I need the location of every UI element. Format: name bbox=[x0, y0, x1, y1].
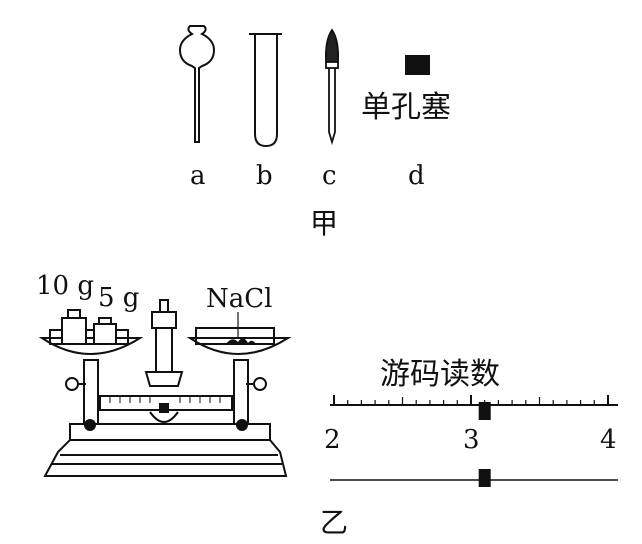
tick-label-3: 3 bbox=[463, 425, 480, 455]
scale-ticks bbox=[333, 395, 609, 405]
nacl-sample bbox=[226, 338, 256, 344]
rider-title: 游码读数 bbox=[380, 357, 500, 392]
weight-label-5g: 5 g bbox=[98, 283, 139, 313]
apparatus-a-dropper-bulb bbox=[178, 25, 216, 143]
caption-jia: 甲 bbox=[310, 207, 338, 240]
label-a: a bbox=[190, 161, 206, 191]
apparatus-c-dropper bbox=[324, 28, 340, 146]
balance bbox=[38, 299, 292, 477]
caption-yi: 乙 bbox=[320, 506, 348, 539]
apparatus-d-stopper bbox=[405, 55, 430, 75]
label-d: d bbox=[408, 161, 425, 191]
rider-marker-reading bbox=[478, 469, 491, 487]
label-c: c bbox=[322, 161, 337, 191]
weight-label-10g: 10 g bbox=[36, 271, 94, 301]
substance-label: NaCl bbox=[206, 284, 272, 314]
tick-label-2: 2 bbox=[324, 425, 341, 455]
apparatus-b-test-tube bbox=[249, 33, 282, 148]
stopper-label: 单孔塞 bbox=[361, 90, 451, 125]
rider-scale: 2 3 4 bbox=[324, 395, 618, 487]
label-b: b bbox=[256, 161, 273, 191]
tick-label-4: 4 bbox=[600, 425, 617, 455]
rider-marker bbox=[478, 402, 491, 420]
